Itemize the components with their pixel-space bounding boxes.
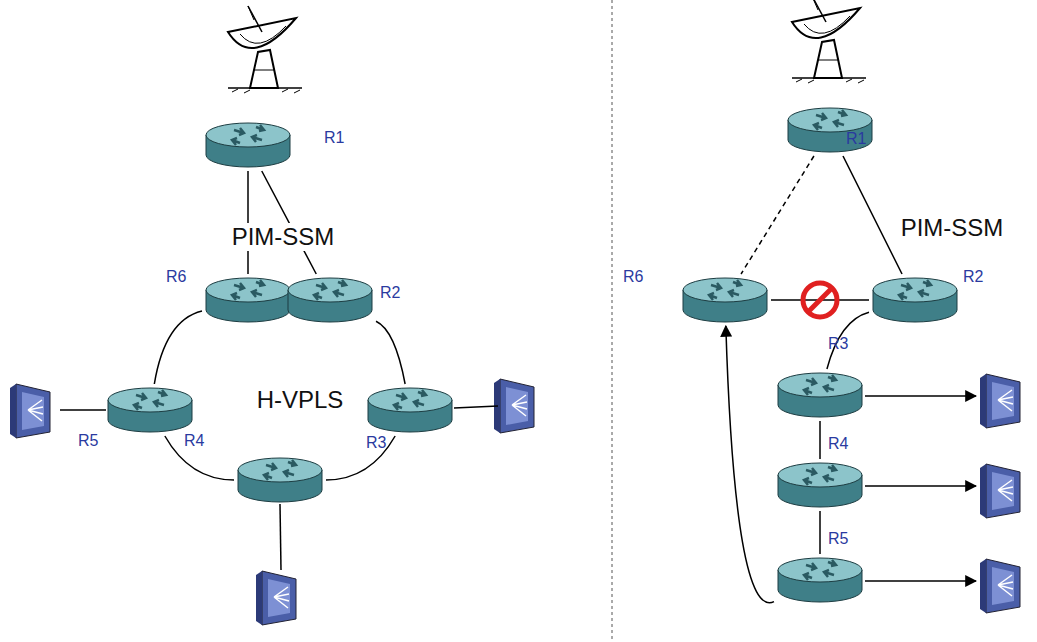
link: [726, 326, 774, 603]
router: R2: [871, 276, 959, 324]
link: [843, 156, 902, 274]
router: R5: [106, 386, 194, 434]
link: [827, 312, 869, 369]
router-icon: [204, 121, 292, 169]
router: R3: [366, 386, 454, 434]
router-name: R4: [184, 432, 204, 450]
router: R6: [681, 276, 769, 324]
link: [376, 321, 405, 384]
router: R4: [776, 461, 864, 509]
router-name: R1: [324, 129, 344, 147]
router-icon: [366, 386, 454, 434]
router-icon: [776, 461, 864, 509]
router-icon: [681, 276, 769, 324]
router-icon: [776, 371, 864, 419]
router-name: R3: [366, 434, 386, 452]
router-name: R1: [846, 130, 866, 148]
router-name: R5: [78, 432, 98, 450]
router: R1: [204, 121, 292, 169]
router-name: R2: [380, 284, 400, 302]
router: R6: [204, 276, 292, 324]
link: [819, 421, 821, 459]
router: R5: [776, 556, 864, 604]
link: [741, 156, 814, 274]
router-icon: [871, 276, 959, 324]
router-icon: [106, 386, 194, 434]
protocol-label: PIM-SSM: [229, 223, 338, 251]
router-icon: [776, 556, 864, 604]
router: R2: [286, 276, 374, 324]
router-name: R5: [828, 530, 848, 548]
router-icon: [236, 456, 324, 504]
router-name: R4: [828, 435, 848, 453]
protocol-label: H-VPLS: [254, 386, 347, 414]
router: R4: [236, 456, 324, 504]
router-name: R2: [963, 268, 983, 286]
router-name: R6: [166, 268, 186, 286]
router-name: R6: [623, 268, 643, 286]
link: [819, 511, 821, 554]
router: R3: [776, 371, 864, 419]
router-icon: [286, 276, 374, 324]
router-name: R3: [828, 335, 848, 353]
router: R1: [786, 106, 874, 154]
router-icon: [204, 276, 292, 324]
link: [154, 311, 202, 384]
protocol-label: PIM-SSM: [898, 214, 1007, 242]
